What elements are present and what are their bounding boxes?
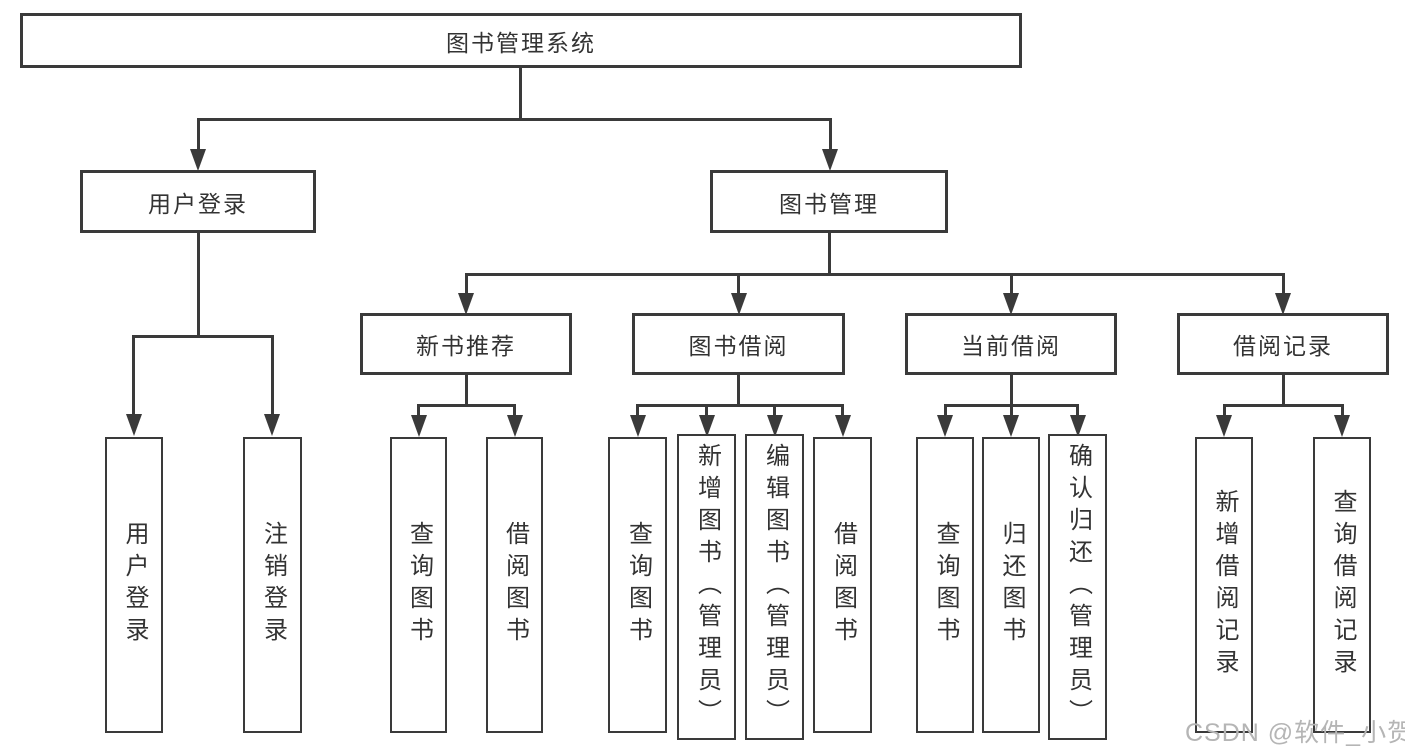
arrow-down-icon	[458, 293, 474, 315]
connector-level3-bus	[465, 273, 1285, 276]
arrow-down-icon	[937, 415, 953, 437]
connector-borrow-records-bus	[1223, 404, 1343, 407]
leaf-label: 查询借阅记录	[1329, 489, 1356, 681]
connector-leaf-drop	[1341, 404, 1344, 417]
leaf-query-borrow-record: 查询借阅记录	[1313, 437, 1371, 733]
node-current-borrowing: 当前借阅	[905, 313, 1117, 375]
leaf-label: 用户登录	[121, 521, 148, 649]
leaf-label: 查询图书	[624, 521, 652, 649]
leaf-label: 查询图书	[932, 521, 959, 649]
leaf-logout: 注销登录	[243, 437, 302, 733]
node-user-login: 用户登录	[80, 170, 316, 233]
node-book-borrowing: 图书借阅	[632, 313, 845, 375]
arrow-down-icon	[835, 415, 851, 437]
arrow-down-icon	[822, 149, 838, 171]
leaf-label: 编辑图书（管理员）	[761, 443, 789, 731]
leaf-label: 新增借阅记录	[1211, 489, 1238, 681]
connector-root-stem	[519, 68, 522, 118]
leaf-confirm-return-admin: 确认归还（管理员）	[1048, 434, 1107, 740]
connector-leaf-drop	[271, 335, 274, 415]
node-new-book-recommend: 新书推荐	[360, 313, 572, 375]
arrow-down-icon	[126, 414, 142, 436]
connector-book-borrow-bus	[636, 404, 844, 407]
arrow-down-icon	[1216, 415, 1232, 437]
connector-new-books-bus	[417, 404, 515, 407]
leaf-label: 注销登录	[259, 521, 287, 649]
csdn-watermark: CSDN @软件_小贺同学	[1185, 719, 1405, 747]
connector-user-login-stem	[197, 233, 200, 337]
arrow-down-icon	[1003, 293, 1019, 315]
leaf-label: 归还图书	[998, 521, 1025, 649]
leaf-query-books-newbooks: 查询图书	[390, 437, 447, 733]
connector-leaf-drop	[132, 335, 135, 415]
arrow-down-icon	[630, 415, 646, 437]
arrow-down-icon	[411, 415, 427, 437]
connector-book-mgmt-stem	[828, 233, 831, 275]
arrow-down-icon	[507, 415, 523, 437]
connector-book-borrow-drop	[737, 273, 740, 295]
connector-leaf-drop	[705, 404, 708, 417]
leaf-query-books-borrowing: 查询图书	[608, 437, 667, 733]
leaf-label: 借阅图书	[501, 521, 529, 649]
connector-leaf-drop	[1010, 404, 1013, 417]
connector-user-login-drop	[197, 118, 200, 150]
arrow-down-icon	[190, 149, 206, 171]
arrow-down-icon	[699, 415, 715, 437]
connector-leaf-drop	[1076, 404, 1079, 417]
connector-leaf-drop	[1223, 404, 1226, 417]
leaf-add-books-admin: 新增图书（管理员）	[677, 434, 736, 740]
connector-current-borrow-stem	[1010, 375, 1013, 406]
arrow-down-icon	[1070, 415, 1086, 437]
connector-leaf-drop	[513, 404, 516, 417]
connector-borrow-records-drop	[1282, 273, 1285, 295]
leaf-add-borrow-record: 新增借阅记录	[1195, 437, 1253, 733]
leaf-label: 查询图书	[405, 521, 433, 649]
node-root-library-system: 图书管理系统	[20, 13, 1022, 68]
leaf-user-login: 用户登录	[105, 437, 163, 733]
node-borrowing-records: 借阅记录	[1177, 313, 1389, 375]
arrow-down-icon	[1275, 293, 1291, 315]
connector-leaf-drop	[773, 404, 776, 417]
connector-book-mgmt-drop	[829, 118, 832, 150]
connector-new-books-drop	[465, 273, 468, 295]
leaf-borrow-books-borrowing: 借阅图书	[813, 437, 872, 733]
arrow-down-icon	[264, 414, 280, 436]
connector-level2-bus	[197, 118, 831, 121]
connector-leaf-drop	[944, 404, 947, 417]
leaf-label: 借阅图书	[829, 521, 857, 649]
connector-book-borrow-stem	[737, 375, 740, 406]
connector-borrow-records-stem	[1282, 375, 1285, 406]
connector-user-login-bus	[132, 335, 274, 338]
leaf-query-books-current: 查询图书	[916, 437, 974, 733]
connector-leaf-drop	[417, 404, 420, 417]
connector-leaf-drop	[841, 404, 844, 417]
connector-new-books-stem	[465, 375, 468, 406]
arrow-down-icon	[1334, 415, 1350, 437]
arrow-down-icon	[731, 293, 747, 315]
node-book-management: 图书管理	[710, 170, 948, 233]
connector-current-borrow-drop	[1010, 273, 1013, 295]
leaf-return-books: 归还图书	[982, 437, 1040, 733]
leaf-edit-books-admin: 编辑图书（管理员）	[745, 434, 804, 740]
leaf-borrow-books-newbooks: 借阅图书	[486, 437, 543, 733]
arrow-down-icon	[767, 415, 783, 437]
connector-leaf-drop	[636, 404, 639, 417]
leaf-label: 新增图书（管理员）	[693, 443, 721, 731]
arrow-down-icon	[1003, 415, 1019, 437]
leaf-label: 确认归还（管理员）	[1064, 443, 1092, 731]
